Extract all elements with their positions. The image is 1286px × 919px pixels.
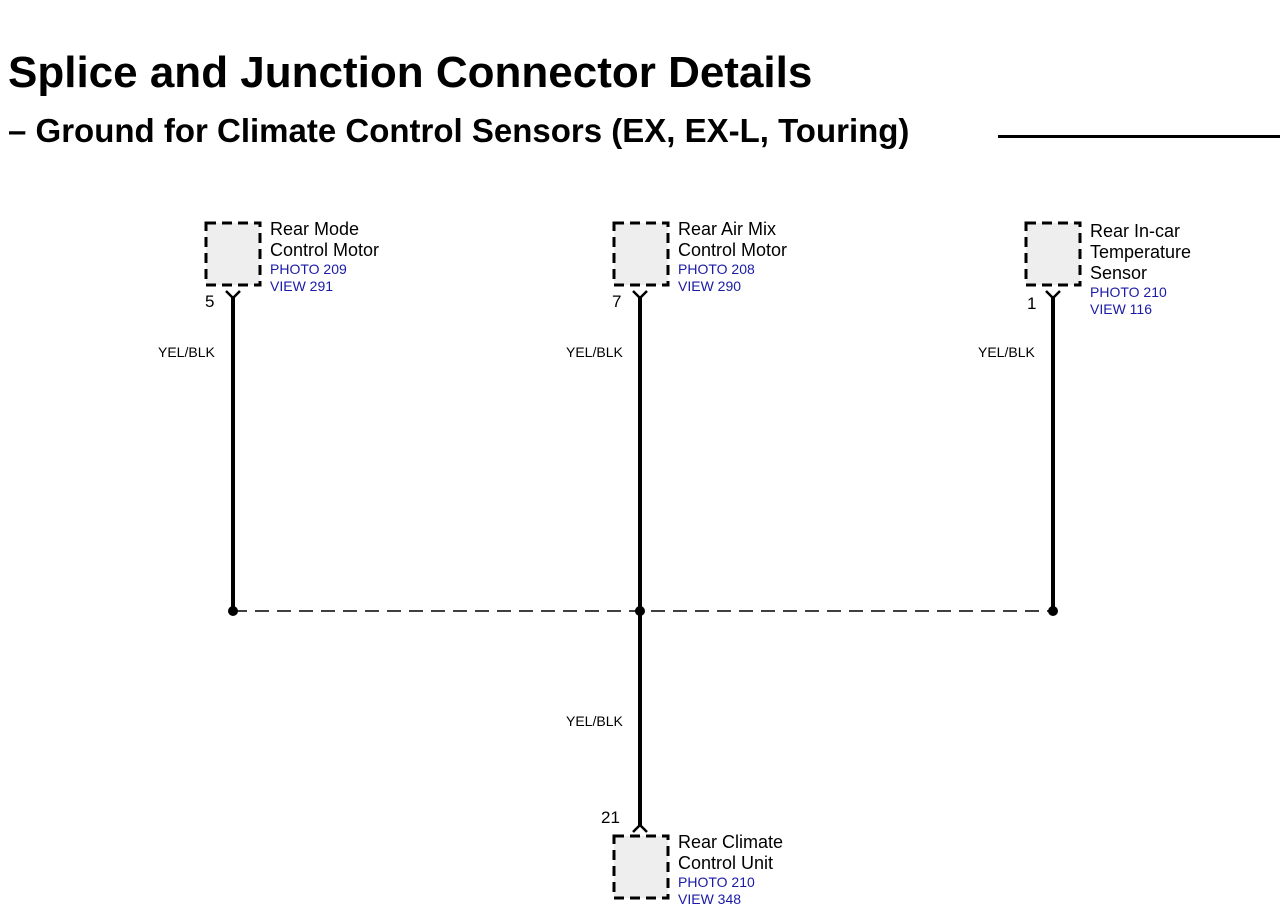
component-name-line3: Sensor: [1090, 263, 1147, 283]
photo-reference[interactable]: PHOTO 209: [270, 261, 347, 277]
connector-box-rear-climate-control-unit[interactable]: [612, 834, 670, 900]
wire-color-label: YEL/BLK: [566, 713, 623, 729]
component-rear-climate-control-unit[interactable]: 21 Rear Climate Control Unit PHOTO 210 V…: [601, 808, 783, 907]
page-title: Splice and Junction Connector Details: [8, 48, 813, 97]
page-subtitle: – Ground for Climate Control Sensors (EX…: [8, 112, 910, 149]
view-reference[interactable]: VIEW 291: [270, 278, 333, 294]
photo-reference[interactable]: PHOTO 210: [678, 874, 755, 890]
component-name-line2: Control Unit: [678, 853, 773, 873]
component-rear-mode-control-motor[interactable]: Rear Mode Control Motor PHOTO 209 VIEW 2…: [204, 219, 379, 311]
pin-number: 5: [205, 292, 214, 311]
pin-number: 1: [1027, 294, 1036, 313]
component-name-line2: Temperature: [1090, 242, 1191, 262]
component-rear-air-mix-control-motor[interactable]: Rear Air Mix Control Motor PHOTO 208 VIE…: [612, 219, 787, 311]
splice-point-right: [1048, 606, 1058, 616]
component-name-line2: Control Motor: [678, 240, 787, 260]
connector-box-rear-in-car-temperature-sensor[interactable]: [1024, 221, 1082, 287]
terminal-symbol: [632, 823, 648, 833]
component-name-line1: Rear Mode: [270, 219, 359, 239]
component-rear-in-car-temperature-sensor[interactable]: Rear In-car Temperature Sensor PHOTO 210…: [1024, 221, 1191, 317]
view-reference[interactable]: VIEW 348: [678, 891, 741, 907]
connector-box-rear-mode-control-motor[interactable]: [204, 221, 262, 287]
component-name-line2: Control Motor: [270, 240, 379, 260]
pin-number: 21: [601, 808, 620, 827]
page-subtitle-row: – Ground for Climate Control Sensors (EX…: [8, 112, 1280, 156]
pin-number: 7: [612, 292, 621, 311]
view-reference[interactable]: VIEW 116: [1090, 301, 1152, 317]
wire-color-label: YEL/BLK: [978, 344, 1035, 360]
photo-reference[interactable]: PHOTO 208: [678, 261, 755, 277]
component-name-line1: Rear Climate: [678, 832, 783, 852]
connector-box-rear-air-mix-control-motor[interactable]: [612, 221, 670, 287]
component-name-line1: Rear In-car: [1090, 221, 1180, 241]
view-reference[interactable]: VIEW 290: [678, 278, 741, 294]
wire-color-label: YEL/BLK: [566, 344, 623, 360]
subtitle-rule: [998, 135, 1280, 138]
photo-reference[interactable]: PHOTO 210: [1090, 284, 1167, 300]
wire-color-label: YEL/BLK: [158, 344, 215, 360]
component-name-line1: Rear Air Mix: [678, 219, 776, 239]
splice-point-left: [228, 606, 238, 616]
